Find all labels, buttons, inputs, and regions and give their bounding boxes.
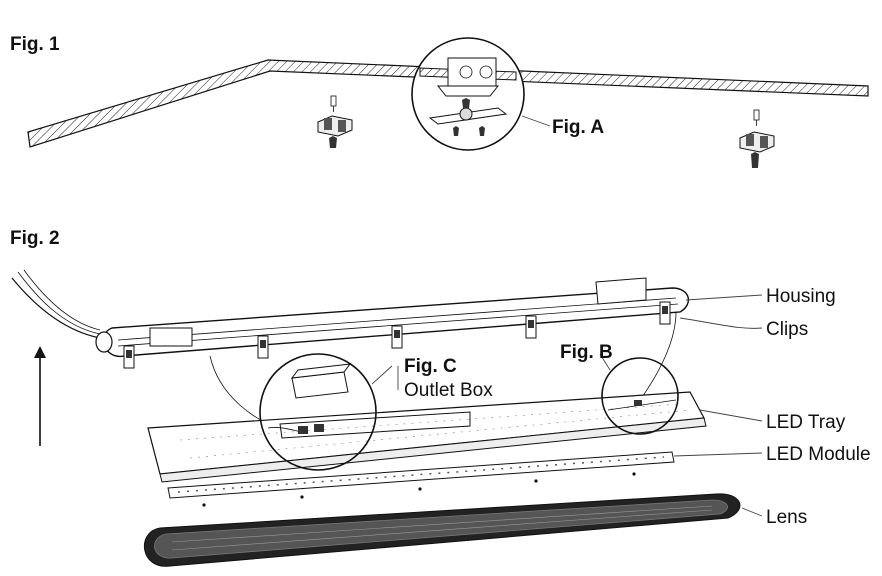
led-tray [147, 391, 707, 483]
label-lens: Lens [766, 507, 807, 528]
detail-circle-c [259, 353, 377, 471]
housing [95, 277, 690, 425]
detail-circle-a [411, 37, 525, 151]
clip-5 [659, 301, 671, 325]
outlet-box-label: Outlet Box [404, 380, 493, 401]
lens [144, 493, 741, 567]
power-cable [11, 269, 101, 339]
clip-2 [257, 335, 269, 359]
figure-1-title: Fig. 1 [10, 34, 60, 55]
clip-1 [123, 345, 135, 369]
ceiling-clip-left [317, 95, 353, 148]
label-led-module: LED Module [766, 444, 871, 465]
figure-1: Fig. 1 [10, 34, 869, 168]
ceiling [27, 59, 869, 148]
lift-arrow-icon [34, 346, 46, 446]
clip-3 [391, 325, 403, 349]
detail-c-label: Fig. C [404, 356, 457, 377]
label-led-tray: LED Tray [766, 412, 846, 433]
label-housing: Housing [766, 286, 836, 307]
detail-b-label: Fig. B [560, 342, 613, 363]
ceiling-clip-right [739, 109, 775, 168]
clip-4 [525, 315, 537, 339]
detail-circle-b [601, 357, 679, 435]
label-clips: Clips [766, 319, 808, 340]
led-module [167, 451, 675, 507]
leader-fig-a [521, 115, 551, 127]
figure-2: Fig. 2 [10, 228, 871, 567]
detail-a-label: Fig. A [552, 117, 604, 138]
figure-2-title: Fig. 2 [10, 228, 60, 249]
leader-lines [371, 294, 763, 517]
